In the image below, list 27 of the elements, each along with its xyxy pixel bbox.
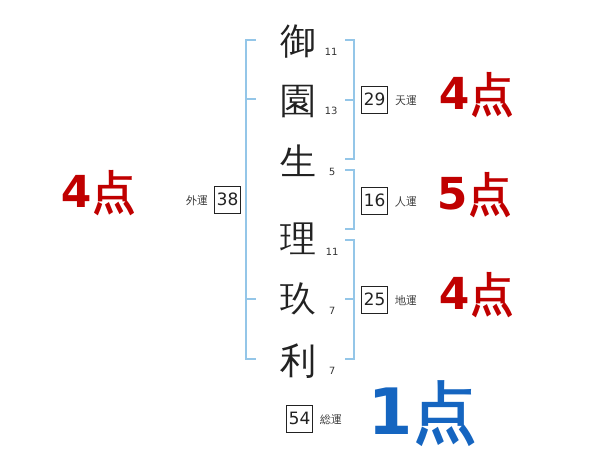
stroke-count: 7 xyxy=(328,307,336,317)
fortune-label: 天運 xyxy=(395,94,417,106)
fortune-number-box: 16 xyxy=(361,187,388,215)
fortune-number-box: 54 xyxy=(286,405,313,433)
stroke-count: 13 xyxy=(324,107,338,117)
total-score-text: 1点 xyxy=(368,381,476,445)
fortune-label: 地運 xyxy=(395,294,417,306)
name-character: 園 xyxy=(280,84,316,120)
fortune-label: 外運 xyxy=(186,194,208,206)
name-character: 利 xyxy=(280,344,316,380)
fortune-number-box: 38 xyxy=(214,186,241,214)
score-text: 4点 xyxy=(60,171,136,215)
name-character: 生 xyxy=(280,145,316,181)
stroke-count: 5 xyxy=(328,168,336,178)
fortune-number-box: 29 xyxy=(361,86,388,114)
name-character: 理 xyxy=(280,222,316,258)
name-character: 御 xyxy=(280,24,316,60)
fortune-label: 総運 xyxy=(320,414,342,424)
score-text: 5点 xyxy=(436,173,512,217)
fortune-label: 人運 xyxy=(395,196,417,206)
name-character: 玖 xyxy=(280,282,316,318)
stroke-count: 11 xyxy=(326,248,338,258)
stroke-count: 11 xyxy=(324,48,338,58)
score-text: 4点 xyxy=(438,273,514,317)
score-text: 4点 xyxy=(438,73,514,117)
stroke-count: 7 xyxy=(328,367,336,377)
fortune-number-box: 25 xyxy=(361,286,388,314)
